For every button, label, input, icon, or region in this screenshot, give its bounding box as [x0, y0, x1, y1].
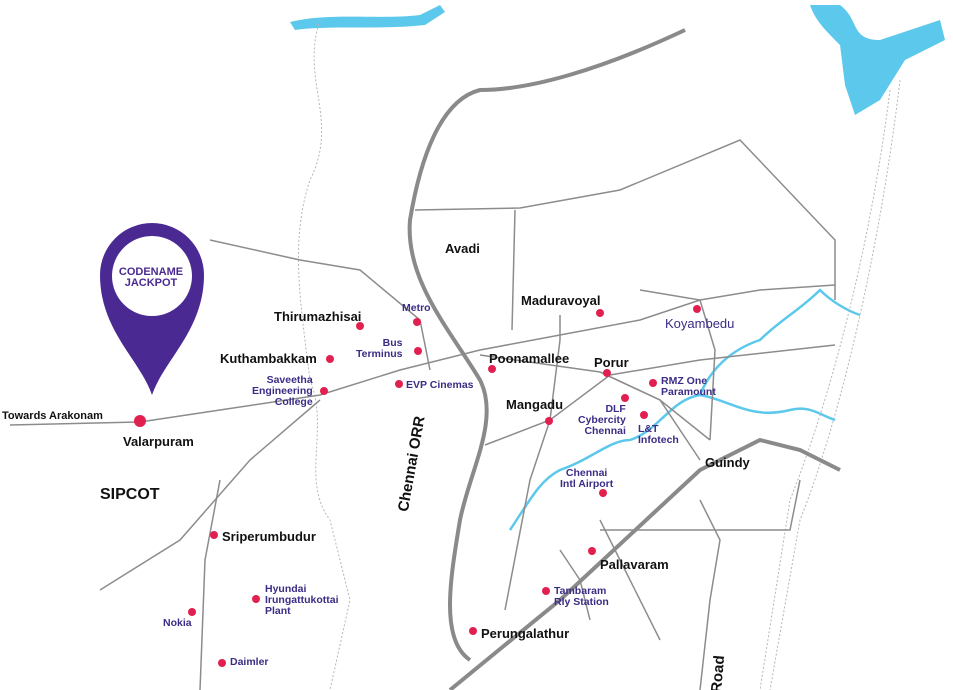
poi-chennai-airport: Chennai Intl Airport [560, 467, 614, 490]
maduravoyal-dot [596, 309, 604, 317]
major-roads [407, 28, 841, 690]
water-bodies [290, 5, 945, 115]
bus-terminus-dot [414, 347, 422, 355]
town-thirumazhisai: Thirumazhisai [274, 309, 362, 324]
poi-lt-infotech: L&T Infotech [638, 423, 679, 446]
poi-evp-cinemas: EVP Cinemas [406, 379, 474, 391]
mangadu-dot [545, 417, 553, 425]
road-label: Road [708, 654, 729, 690]
town-sriperumbudur: Sriperumbudur [222, 529, 316, 544]
poi-hyundai: Hyundai Irungattukottai Plant [265, 583, 339, 617]
airport-dot [599, 489, 607, 497]
poi-tambaram: Tambaram Rly Station [554, 585, 609, 608]
poi-nokia: Nokia [163, 617, 192, 629]
koyambedu-dot [693, 305, 701, 313]
saveetha-dot [320, 387, 328, 395]
project-name: CODENAME JACKPOT [118, 266, 184, 289]
tambaram-dot [542, 587, 550, 595]
town-sipcot: SIPCOT [100, 486, 160, 503]
poi-saveetha: Saveetha Engineering College [252, 374, 313, 408]
town-valarpuram: Valarpuram [123, 434, 194, 449]
poi-koyambedu: Koyambedu [665, 316, 735, 331]
towards-arakonam-label: Towards Arakonam [2, 410, 103, 422]
town-pallavaram: Pallavaram [600, 557, 669, 572]
nokia-dot [188, 608, 196, 616]
town-kuthambakkam: Kuthambakkam [220, 351, 317, 366]
dlf-dot [621, 394, 629, 402]
town-avadi: Avadi [445, 241, 480, 256]
perungalathur-dot [469, 627, 477, 635]
town-perungalathur: Perungalathur [481, 626, 570, 641]
valarpuram-marker[interactable] [134, 415, 146, 427]
porur-dot [603, 369, 611, 377]
lt-dot [640, 411, 648, 419]
roads [9, 139, 836, 690]
daimler-dot [218, 659, 226, 667]
thirumazhisai-dot [356, 322, 364, 330]
poi-daimler: Daimler [230, 656, 269, 668]
poi-bus-terminus: Bus Terminus [356, 337, 403, 360]
town-poonamallee: Poonamallee [489, 351, 570, 366]
pallavaram-dot [588, 547, 596, 555]
rivers [508, 288, 861, 531]
kuthambakkam-dot [326, 355, 334, 363]
poi-dlf-cybercity: DLF Cybercity Chennai [578, 403, 626, 437]
rmz-dot [649, 379, 657, 387]
town-porur: Porur [594, 355, 629, 370]
town-mangadu: Mangadu [506, 397, 564, 412]
boundaries [297, 19, 901, 690]
town-guindy: Guindy [705, 455, 750, 470]
poi-rmz-one-paramount: RMZ One Paramount [661, 375, 716, 398]
poonamallee-dot [488, 365, 496, 373]
sriperumbudur-dot [210, 531, 218, 539]
poi-metro: Metro [402, 302, 431, 314]
town-maduravoyal: Maduravoyal [521, 293, 601, 308]
metro-dot [413, 318, 421, 326]
hyundai-dot [252, 595, 260, 603]
evp-cinemas-dot [395, 380, 403, 388]
